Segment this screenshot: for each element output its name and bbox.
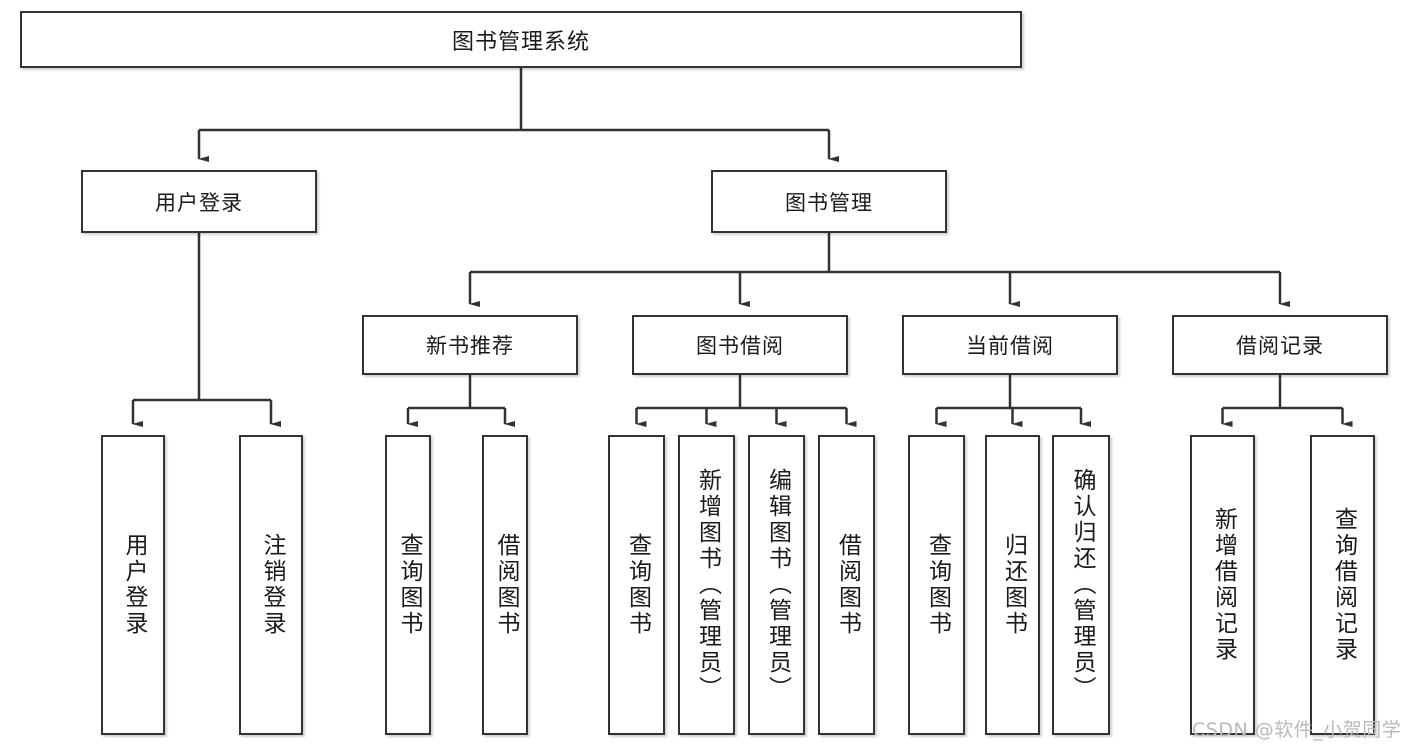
leaf-node[interactable]: 新增借阅记录 xyxy=(1190,435,1255,735)
node-label: 归还图书 xyxy=(1000,533,1027,637)
node-label: 图书管理系统 xyxy=(451,29,590,55)
node-label: 新增图书（管理员） xyxy=(694,468,721,702)
leaf-node[interactable]: 用户登录 xyxy=(101,435,165,735)
node-label: 当前借阅 xyxy=(966,334,1054,358)
category-node[interactable]: 新书推荐 xyxy=(362,315,578,375)
node-label: 新书推荐 xyxy=(426,334,514,358)
node-label: 编辑图书（管理员） xyxy=(764,468,791,702)
node-label: 借阅图书 xyxy=(834,533,861,637)
leaf-node[interactable]: 编辑图书（管理员） xyxy=(748,435,805,735)
branch-node[interactable]: 图书管理 xyxy=(711,170,947,233)
leaf-node[interactable]: 查询借阅记录 xyxy=(1310,435,1375,735)
node-label: 图书借阅 xyxy=(696,334,784,358)
leaf-node[interactable]: 查询图书 xyxy=(608,435,665,735)
leaf-node[interactable]: 确认归还（管理员） xyxy=(1052,435,1110,735)
node-label: 新增借阅记录 xyxy=(1210,507,1237,663)
leaf-node[interactable]: 注销登录 xyxy=(239,435,303,735)
leaf-node[interactable]: 借阅图书 xyxy=(818,435,875,735)
node-label: 借阅图书 xyxy=(492,533,519,637)
leaf-node[interactable]: 借阅图书 xyxy=(482,435,528,735)
leaf-node[interactable]: 查询图书 xyxy=(385,435,431,735)
node-label: 确认归还（管理员） xyxy=(1068,468,1095,702)
category-node[interactable]: 图书借阅 xyxy=(632,315,848,375)
root-node[interactable]: 图书管理系统 xyxy=(20,11,1022,68)
category-node[interactable]: 当前借阅 xyxy=(902,315,1118,375)
node-label: 用户登录 xyxy=(155,190,243,215)
node-label: 图书管理 xyxy=(785,190,873,215)
node-label: 用户登录 xyxy=(120,533,147,637)
leaf-node[interactable]: 归还图书 xyxy=(985,435,1040,735)
watermark-text: CSDN @软件_小贺同学 xyxy=(1192,719,1402,741)
leaf-node[interactable]: 查询图书 xyxy=(908,435,965,735)
node-label: 查询借阅记录 xyxy=(1330,507,1357,663)
node-label: 查询图书 xyxy=(624,533,651,637)
branch-node[interactable]: 用户登录 xyxy=(81,170,317,233)
node-label: 查询图书 xyxy=(924,533,951,637)
node-label: 查询图书 xyxy=(395,533,422,637)
node-label: 借阅记录 xyxy=(1236,334,1324,358)
category-node[interactable]: 借阅记录 xyxy=(1172,315,1388,375)
leaf-node[interactable]: 新增图书（管理员） xyxy=(678,435,735,735)
node-label: 注销登录 xyxy=(258,533,285,637)
